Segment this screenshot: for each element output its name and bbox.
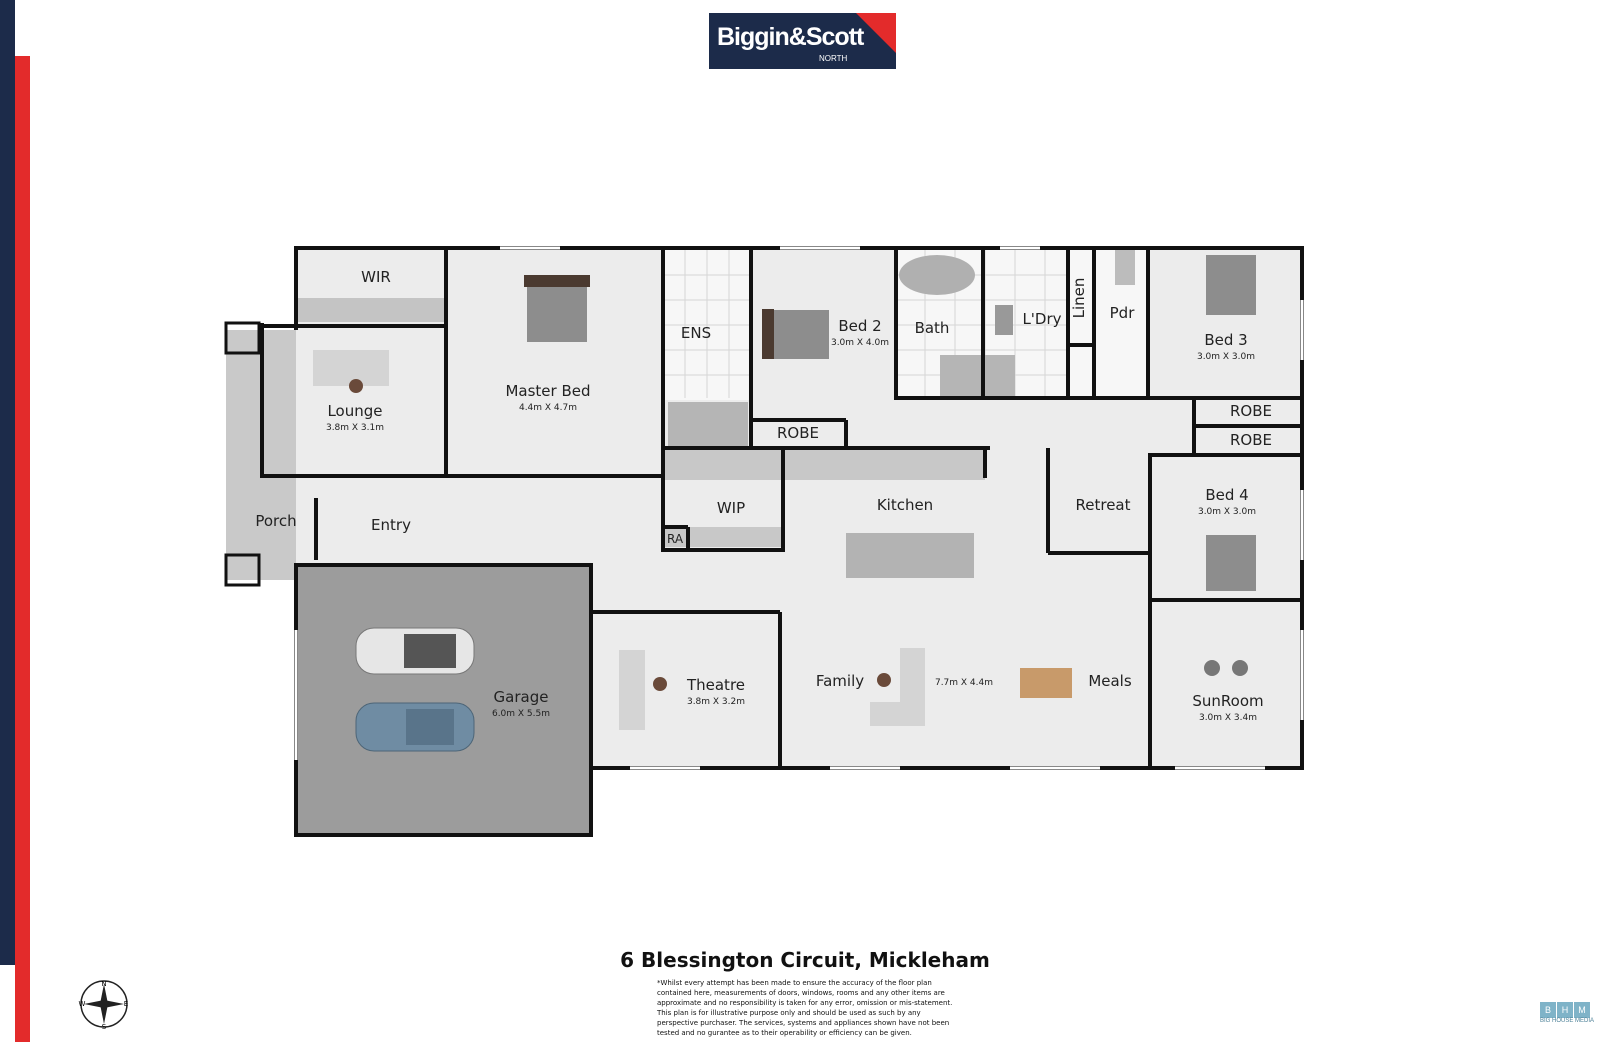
biggin-scott-logo: Biggin&Scott NORTH (709, 13, 896, 69)
room-label-bath: Bath (915, 319, 950, 337)
room-label-kitchen: Kitchen (877, 496, 933, 514)
room-label-family: Family (816, 672, 864, 690)
side-band-red (15, 56, 30, 1042)
compass-east: E (124, 1000, 128, 1008)
room-label-master-bed: Master Bed (505, 382, 590, 400)
room-label-ens: ENS (681, 324, 711, 342)
room-label-theatre: Theatre (686, 676, 745, 694)
room-label-entry: Entry (371, 516, 411, 534)
room-label-retreat: Retreat (1076, 496, 1131, 514)
logo-red-triangle (856, 13, 896, 53)
room-label-robe-bed4: ROBE (1230, 431, 1272, 449)
disclaimer-text: *Whilst every attempt has been made to e… (657, 979, 953, 1037)
compass-south: S (102, 1023, 107, 1030)
room-label-robe-bed2: ROBE (777, 424, 819, 442)
room-label-linen: Linen (1070, 278, 1088, 319)
compass-west: W (79, 1000, 86, 1008)
room-label-porch: Porch (255, 512, 296, 530)
logo-text: Biggin&Scott (717, 23, 864, 51)
property-address: 6 Blessington Circuit, Mickleham (620, 948, 990, 972)
compass-icon: N E S W (79, 980, 129, 1030)
room-dim-family-meals: 7.7m X 4.4m (935, 678, 993, 688)
logo-subtext: NORTH (819, 54, 848, 63)
room-label-bed-2: Bed 2 (838, 317, 881, 335)
windows (294, 246, 1304, 770)
room-dim-bed-3: 3.0m X 3.0m (1197, 352, 1255, 362)
room-dim-bed-4: 3.0m X 3.0m (1198, 507, 1256, 517)
room-label-robe-bed3: ROBE (1230, 402, 1272, 420)
side-band-gap (15, 0, 30, 56)
room-dim-master-bed: 4.4m X 4.7m (519, 403, 577, 413)
room-label-wir: WIR (361, 268, 391, 286)
room-dim-theatre: 3.8m X 3.2m (687, 697, 745, 707)
bhm-caption: BIG HOUSE MEDIA (1540, 1018, 1595, 1024)
room-dim-bed-2: 3.0m X 4.0m (831, 338, 889, 348)
room-labels: WIR Master Bed 4.4m X 4.7m ENS Bed 2 3.0… (255, 268, 1272, 723)
room-label-ra: RA (667, 532, 684, 546)
bhm-letter-b: B (1540, 1002, 1556, 1018)
room-label-wip: WIP (717, 499, 745, 517)
compass-north: N (101, 980, 106, 988)
room-label-pdr: Pdr (1110, 304, 1136, 322)
room-dim-garage: 6.0m X 5.5m (492, 709, 550, 719)
room-label-sunroom: SunRoom (1192, 692, 1263, 710)
room-label-garage: Garage (494, 688, 549, 706)
room-dim-sunroom: 3.0m X 3.4m (1199, 713, 1257, 723)
bhm-letter-h: H (1557, 1002, 1573, 1018)
bhm-letter-m: M (1574, 1002, 1590, 1018)
room-label-meals: Meals (1088, 672, 1132, 690)
side-band-navy (0, 0, 15, 965)
room-label-bed-3: Bed 3 (1204, 331, 1247, 349)
room-label-bed-4: Bed 4 (1205, 486, 1248, 504)
room-label-laundry: L'Dry (1022, 310, 1061, 328)
room-label-lounge: Lounge (327, 402, 382, 420)
room-dim-lounge: 3.8m X 3.1m (326, 423, 384, 433)
furniture (313, 255, 1256, 752)
